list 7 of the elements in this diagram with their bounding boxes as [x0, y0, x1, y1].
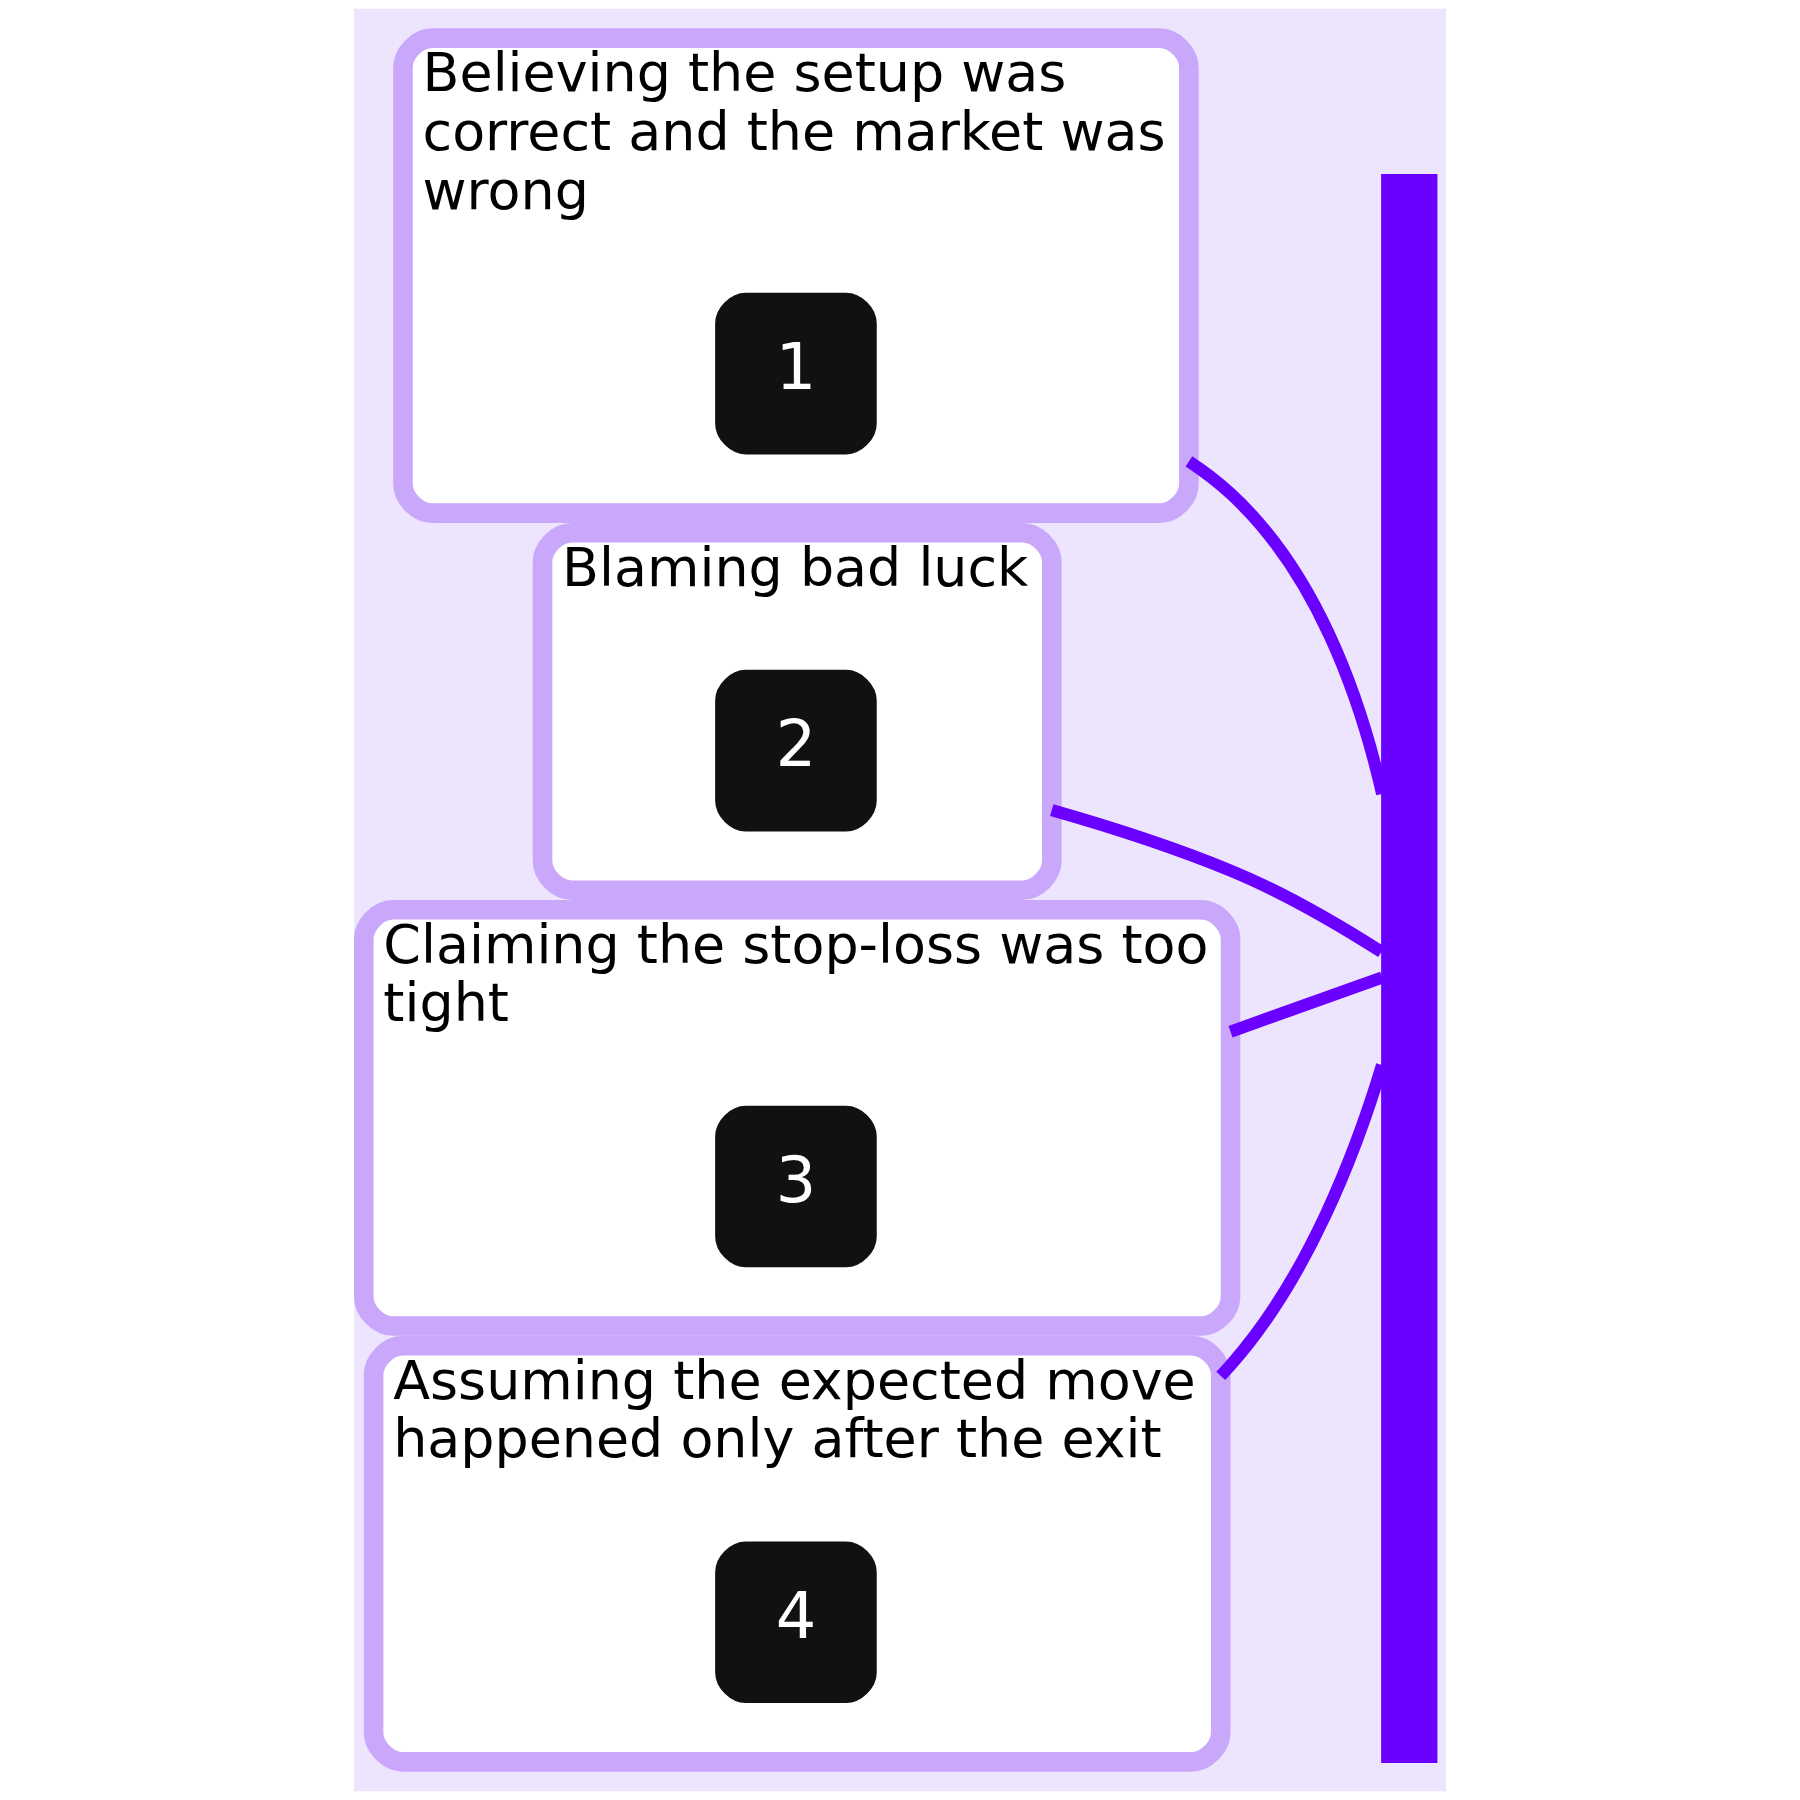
node-bar [1381, 174, 1438, 1764]
connector [1228, 971, 1385, 1038]
node-box: 1 [715, 292, 877, 455]
node-box: 3 [715, 1105, 877, 1268]
connector [1050, 804, 1385, 958]
node-box: 2 [715, 669, 877, 832]
node-box: 4 [715, 1541, 877, 1704]
